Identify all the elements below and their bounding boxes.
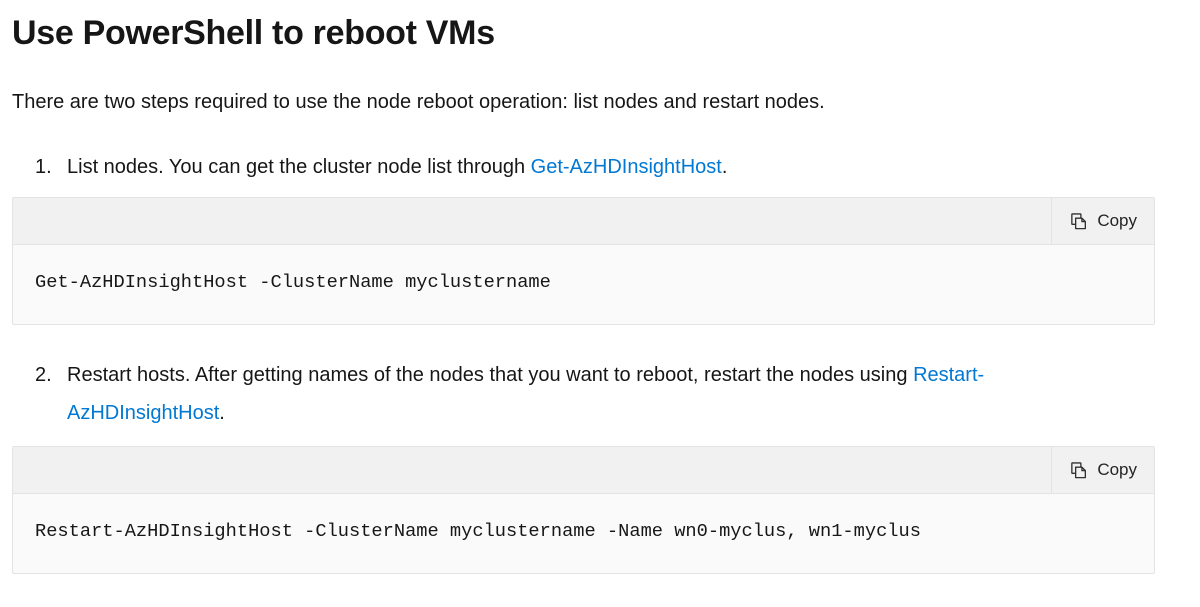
copy-button-label: Copy: [1097, 211, 1137, 230]
restart-azhdinsighthost-link[interactable]: Restart- AzHDInsightHost: [67, 364, 984, 424]
page-title: Use PowerShell to reboot VMs: [12, 14, 495, 52]
step-text-before-link: List nodes. You can get the cluster node…: [67, 156, 531, 178]
step-number: 2.: [35, 364, 52, 386]
step-text-after-link: .: [721, 156, 728, 178]
copy-pages-icon: [1069, 461, 1088, 480]
step-text-before-link: Restart hosts. After getting names of th…: [67, 364, 914, 386]
step-text: Restart hosts. After getting names of th…: [67, 364, 984, 424]
copy-button[interactable]: Copy: [1051, 198, 1154, 244]
step-item-2: 2. Restart hosts. After getting names of…: [12, 356, 1155, 432]
link-label-line1: Restart-: [913, 364, 985, 386]
code-block-header: Copy: [13, 198, 1154, 245]
copy-pages-icon: [1069, 212, 1088, 231]
step-text: List nodes. You can get the cluster node…: [67, 156, 727, 178]
link-label-line2: AzHDInsightHost: [67, 402, 220, 424]
copy-button-label: Copy: [1097, 460, 1137, 479]
code-block-list-nodes: Copy Get-AzHDInsightHost -ClusterName my…: [12, 197, 1155, 325]
step-text-after-link: .: [219, 402, 225, 424]
step-item-1: 1. List nodes. You can get the cluster n…: [12, 148, 1155, 186]
link-label: Get-AzHDInsightHost: [530, 156, 722, 178]
code-text: Restart-AzHDInsightHost -ClusterName myc…: [35, 520, 921, 542]
code-block-restart-hosts: Copy Restart-AzHDInsightHost -ClusterNam…: [12, 446, 1155, 574]
code-text: Get-AzHDInsightHost -ClusterName myclust…: [35, 271, 551, 293]
article-content: Use PowerShell to reboot VMs There are t…: [12, 14, 1155, 574]
step-number: 1.: [35, 156, 52, 178]
copy-button[interactable]: Copy: [1051, 447, 1154, 493]
intro-paragraph: There are two steps required to use the …: [12, 91, 825, 113]
get-azhdinsighthost-link[interactable]: Get-AzHDInsightHost: [531, 156, 722, 178]
code-block-header: Copy: [13, 447, 1154, 494]
